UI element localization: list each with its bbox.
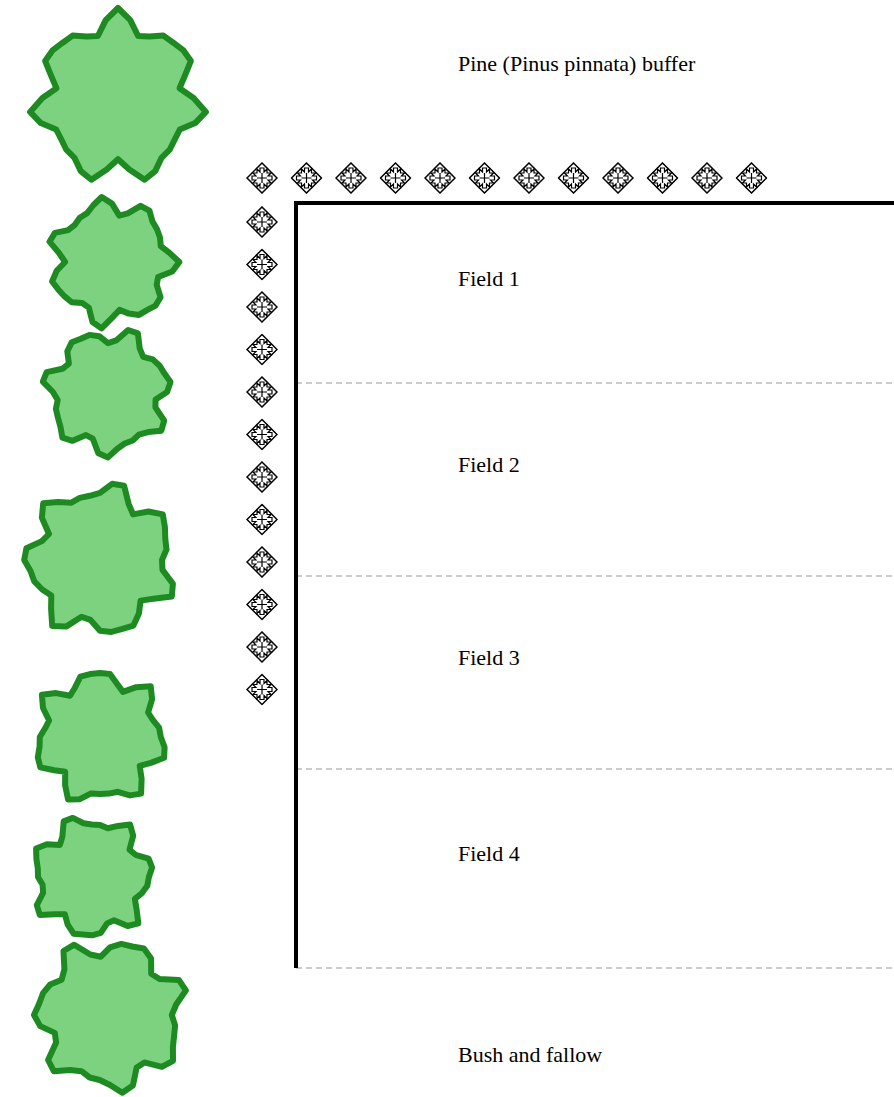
pine-symbol: [737, 163, 767, 193]
pine-symbol: [247, 250, 277, 280]
field-band: Field 1: [296, 203, 894, 383]
tree: [43, 330, 171, 457]
field-label: Field 3: [458, 645, 520, 671]
field-label: Field 1: [458, 266, 520, 292]
tree: [24, 484, 173, 632]
area-label: Pine (Pinus pinnata) buffer: [458, 51, 695, 77]
pine-symbol: [603, 163, 633, 193]
pine-symbol: [247, 590, 277, 620]
tree-row: [24, 8, 206, 1093]
pine-symbol: [247, 207, 277, 237]
pine-symbol: [292, 163, 322, 193]
field-boundary: [296, 203, 894, 968]
pine-symbol: [247, 335, 277, 365]
field-band: Field 3: [296, 576, 894, 769]
tree: [50, 197, 180, 328]
pine-symbol: [425, 163, 455, 193]
pine-symbol: [247, 420, 277, 450]
field-label: Field 4: [458, 841, 520, 867]
field-band: Field 4: [296, 769, 894, 968]
pine-symbol: [692, 163, 722, 193]
pine-symbol: [336, 163, 366, 193]
pine-symbol: [247, 163, 277, 193]
field-label: Field 2: [458, 452, 520, 478]
pine-symbol: [648, 163, 678, 193]
pine-symbol: [247, 292, 277, 322]
pine-symbol: [247, 377, 277, 407]
tree: [38, 673, 165, 800]
pine-symbol: [514, 163, 544, 193]
area-label: Bush and fallow: [458, 1042, 602, 1068]
tree: [36, 818, 152, 935]
tree: [30, 8, 206, 180]
pine-symbol: [470, 163, 500, 193]
field-dividers: [296, 383, 894, 968]
pine-symbol: [247, 505, 277, 535]
pine-symbol: [247, 632, 277, 662]
pine-symbol: [247, 462, 277, 492]
pine-symbol: [247, 675, 277, 705]
pine-row: [247, 163, 767, 705]
field-band: Field 2: [296, 383, 894, 576]
pine-symbol: [247, 547, 277, 577]
pine-symbol: [559, 163, 589, 193]
pine-symbol: [381, 163, 411, 193]
tree: [34, 944, 186, 1093]
